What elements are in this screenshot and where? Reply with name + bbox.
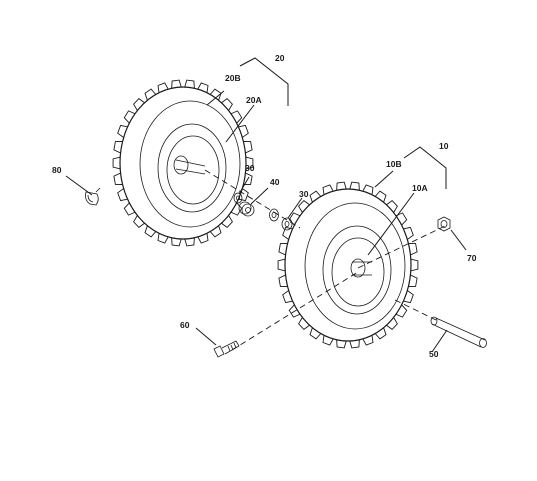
left-axle-tube [175,159,206,175]
bolt-part [213,340,240,358]
callout-10b: 10B [386,159,402,169]
callout-10a: 10A [412,183,428,193]
leader-20a [225,104,255,143]
washer-b-part [269,208,279,222]
klik-pin-part [85,187,101,206]
leader-10 [403,146,447,189]
leader-20b [206,90,225,106]
leader-70 [450,229,467,251]
callout-20: 20 [275,53,285,63]
left-wheel-assembly [112,79,254,247]
callout-30b: 30 [299,189,309,199]
left-axle-centerline [204,169,301,229]
left-hub [173,155,189,175]
washer-a-part [233,192,243,204]
washer-c-part [281,217,293,231]
callout-20b: 20B [225,73,241,83]
callout-70: 70 [467,253,477,263]
left-tire-tread [112,79,254,247]
callout-50: 50 [429,349,439,359]
axle-rod-part [430,316,487,348]
callout-40: 40 [270,177,280,187]
right-axle-centerline [357,225,446,269]
leader-10b [374,170,394,188]
leader-80 [65,175,93,196]
left-rim [157,123,227,213]
bolt-centerline [231,271,359,351]
right-hub-tube [352,261,372,276]
right-rim-inner [331,237,385,307]
leader-60 [195,327,217,346]
right-tire-sidewall [304,202,406,330]
callout-20a: 20A [246,95,262,105]
left-rim-inner [166,135,220,205]
right-wheel-assembly [277,181,419,349]
leader-50 [431,329,448,353]
left-tire-body [119,86,247,240]
callout-80: 80 [52,165,62,175]
leader-lines [65,57,467,353]
left-tire-sidewall [139,100,241,228]
callout-60: 60 [180,320,190,330]
callout-10: 10 [439,141,449,151]
right-hub [350,258,366,278]
leader-20 [239,57,289,106]
callout-30a: 30 [245,163,255,173]
leader-30b [287,197,303,219]
leader-10a [367,192,415,256]
right-rim [322,225,392,315]
leader-30a [238,176,250,195]
spacer-part [238,201,255,217]
pin-centerline [394,299,437,321]
right-tire-body [284,188,412,342]
nut-part [437,216,451,232]
leader-40 [250,187,269,205]
